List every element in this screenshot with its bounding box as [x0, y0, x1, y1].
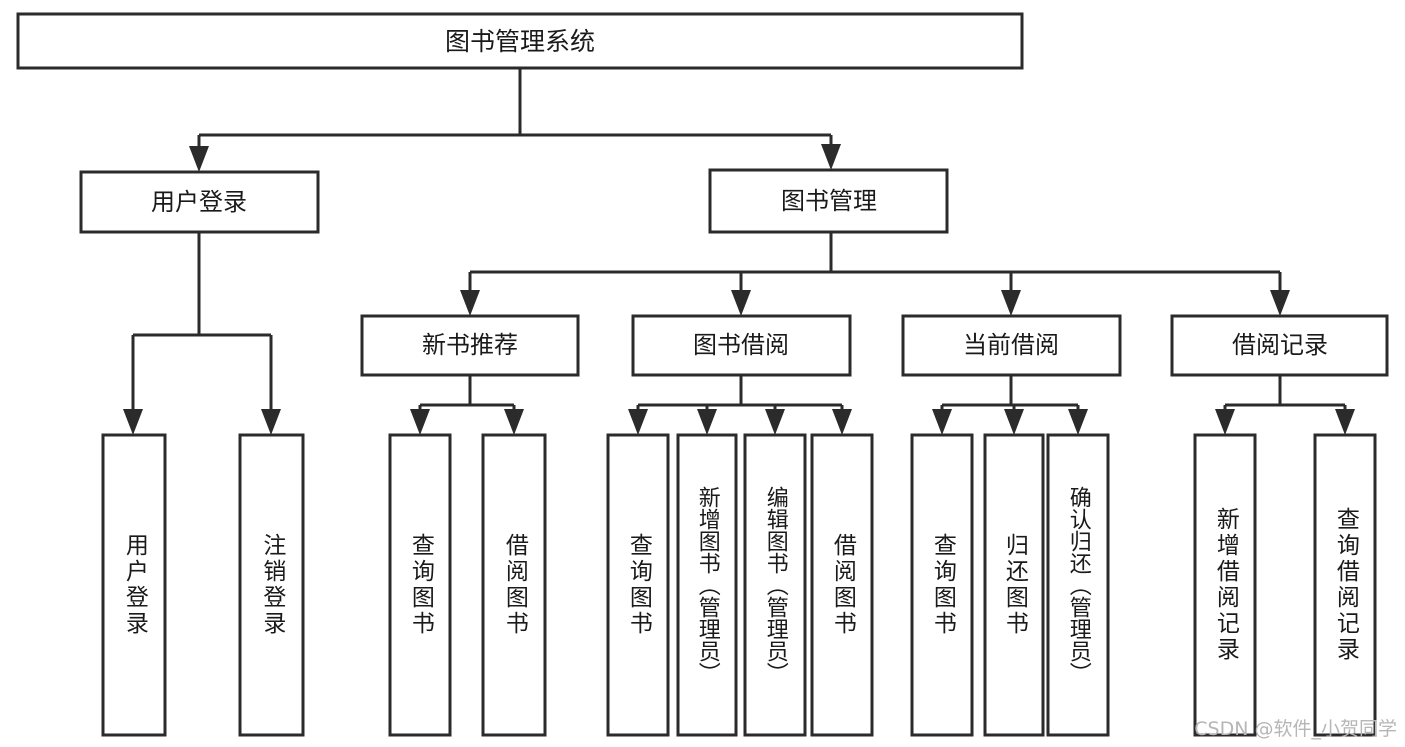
node-leaf-return-book-box[interactable]	[983, 433, 1045, 737]
arrowhead-to-leaf-query-book-2	[628, 409, 648, 435]
arrowhead-to-leaf-add-book-admin	[697, 409, 717, 435]
arrowhead-to-leaf-edit-book-admin	[765, 409, 785, 435]
node-book-borrow-label: 图书借阅	[693, 331, 789, 359]
connector-user-login-trunk	[131, 232, 273, 420]
connector-book-manage-trunk	[468, 232, 1282, 300]
arrowhead-to-leaf-user-login	[123, 409, 143, 435]
connector-root-trunk	[197, 68, 833, 157]
node-book-borrow[interactable]: 图书借阅	[631, 314, 852, 377]
node-current-borrow[interactable]: 当前借阅	[901, 314, 1122, 377]
node-borrow-record[interactable]: 借阅记录	[1170, 314, 1389, 377]
node-leaf-borrow-book-1-box[interactable]	[481, 433, 547, 737]
node-leaf-add-book-admin-box[interactable]	[676, 433, 738, 737]
node-leaf-confirm-return-admin-box[interactable]	[1046, 433, 1110, 737]
node-book-manage-box[interactable]	[708, 168, 949, 234]
node-leaf-query-book-1-box[interactable]	[388, 433, 452, 737]
node-new-book-recommend[interactable]: 新书推荐	[360, 314, 580, 377]
connector-layer	[123, 68, 1355, 435]
arrowhead-to-book-borrow	[731, 290, 751, 316]
node-root[interactable]: 图书管理系统	[16, 12, 1024, 70]
node-leaf-query-borrow-record-box[interactable]	[1313, 433, 1377, 737]
node-root-label: 图书管理系统	[445, 27, 595, 56]
leaf-box-layer	[101, 433, 1377, 737]
arrowhead-to-current-borrow	[1001, 290, 1021, 316]
node-book-borrow-box[interactable]	[631, 314, 852, 377]
node-leaf-edit-book-admin-box[interactable]	[743, 433, 807, 737]
arrowhead-to-borrow-record	[1270, 290, 1290, 316]
arrowhead-to-book-manage	[821, 144, 841, 170]
node-current-borrow-box[interactable]	[901, 314, 1122, 377]
arrowhead-to-new-book-recommend	[460, 290, 480, 316]
arrowhead-to-leaf-add-borrow-record	[1215, 409, 1235, 435]
node-leaf-user-logout-box[interactable]	[238, 433, 305, 737]
node-user-login-label: 用户登录	[151, 188, 247, 216]
node-current-borrow-label: 当前借阅	[963, 331, 1059, 359]
node-leaf-query-book-2-box[interactable]	[606, 433, 670, 737]
connector-new-book-recommend-trunk	[418, 375, 516, 420]
node-new-book-recommend-box[interactable]	[360, 314, 580, 377]
arrowhead-to-leaf-query-book-3	[932, 409, 952, 435]
node-leaf-borrow-book-2-box[interactable]	[810, 433, 874, 737]
node-new-book-recommend-label: 新书推荐	[422, 331, 518, 359]
node-leaf-query-book-3-box[interactable]	[910, 433, 974, 737]
arrowhead-to-leaf-borrow-book-2	[832, 409, 852, 435]
node-user-login[interactable]: 用户登录	[79, 170, 320, 234]
connector-book-borrow-trunk	[636, 375, 844, 420]
arrowhead-to-leaf-query-book-1	[410, 409, 430, 435]
arrowhead-to-leaf-user-logout	[261, 409, 281, 435]
node-book-manage[interactable]: 图书管理	[708, 168, 949, 234]
node-leaf-add-borrow-record-box[interactable]	[1193, 433, 1257, 737]
node-borrow-record-box[interactable]	[1170, 314, 1389, 377]
arrowhead-to-leaf-borrow-book-1	[504, 409, 524, 435]
arrowhead-to-user-login	[189, 146, 209, 172]
node-leaf-user-login-box[interactable]	[101, 433, 167, 737]
node-user-login-box[interactable]	[79, 170, 320, 234]
node-root-box[interactable]	[16, 12, 1024, 70]
node-book-manage-label: 图书管理	[781, 187, 877, 215]
node-borrow-record-label: 借阅记录	[1232, 331, 1328, 359]
arrowhead-to-leaf-confirm-return-admin	[1068, 409, 1088, 435]
arrowhead-to-leaf-return-book	[1004, 409, 1024, 435]
arrowhead-to-leaf-query-borrow-record	[1335, 409, 1355, 435]
connector-borrow-record-trunk	[1223, 375, 1347, 420]
